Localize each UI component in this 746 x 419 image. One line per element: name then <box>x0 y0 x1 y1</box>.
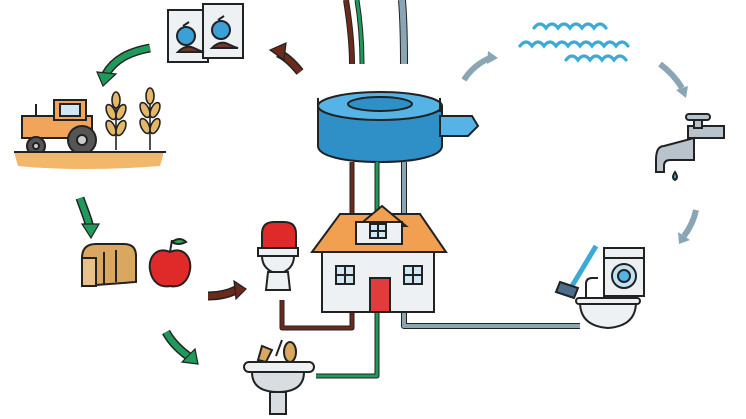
arrow-tap-to-washing <box>681 209 699 238</box>
bread-icon <box>81 243 137 288</box>
cycle-arrows <box>75 42 699 365</box>
arrow-head-food-to-toilet <box>233 279 247 301</box>
toilet-icon <box>257 221 299 291</box>
arrow-head-food-to-disposer <box>180 347 199 365</box>
arrow-tank-to-water <box>461 55 492 82</box>
tank-to-house-pipes <box>349 162 407 214</box>
tractor-icon <box>21 99 97 156</box>
farm-ground <box>14 152 164 169</box>
water-waves-icon <box>518 22 630 63</box>
fertilizer-bag-icon <box>167 3 244 63</box>
arrow-head-tank-to-fertilizer <box>268 42 287 62</box>
arrow-head-fertilizer-to-farm <box>96 71 118 88</box>
washing-machine-icon <box>603 247 645 297</box>
water-tap-icon <box>655 113 725 182</box>
sink-icon <box>575 277 641 330</box>
brush-icon <box>554 244 599 300</box>
apple-icon <box>148 238 192 288</box>
house-outflow-pipes <box>279 300 580 379</box>
wheat-icon <box>105 87 161 150</box>
treatment-tank-icon <box>317 91 480 164</box>
arrow-head-farm-to-food <box>80 223 101 240</box>
arrow-water-to-tap <box>658 61 685 90</box>
food-waste-disposer-icon <box>243 339 315 415</box>
house-icon <box>310 204 448 313</box>
top-inflow-pipes <box>343 0 408 65</box>
